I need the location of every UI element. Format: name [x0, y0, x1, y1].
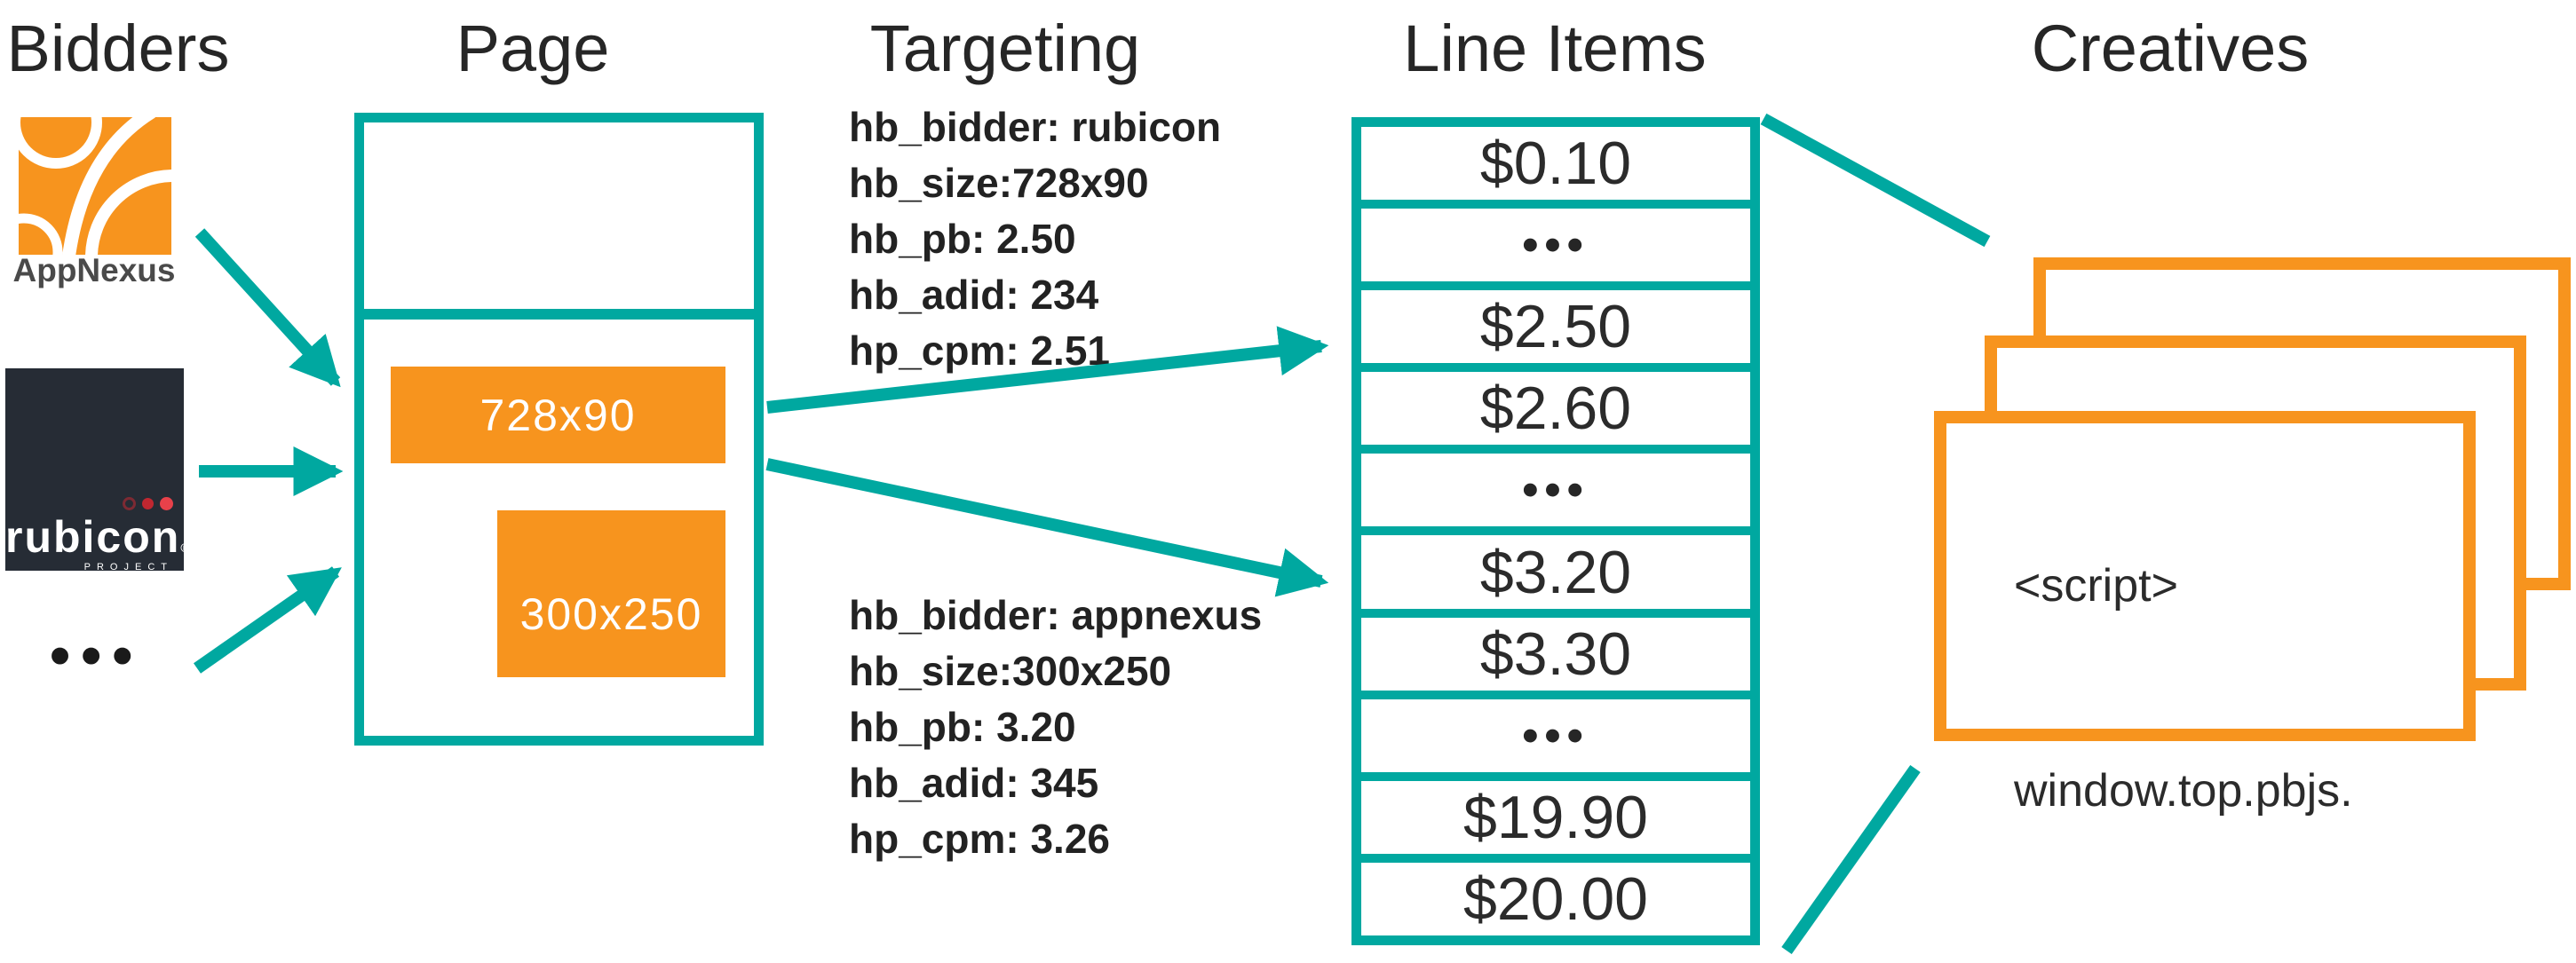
heading-bidders: Bidders: [6, 12, 230, 85]
line-item-row: $19.90: [1361, 771, 1750, 854]
registered-mark: ®: [180, 541, 192, 555]
targeting-line: hp_cpm: 3.26: [849, 816, 1110, 862]
line-item-row: $3.30: [1361, 608, 1750, 691]
line-item-row-ellipsis: •••: [1361, 200, 1750, 281]
heading-page: Page: [456, 12, 610, 85]
arrow-appnexus-to-page: [194, 228, 341, 388]
targeting-line: hb_pb: 3.20: [849, 704, 1076, 750]
script-line: <script>: [2014, 560, 2178, 612]
appnexus-label: AppNexus: [12, 252, 176, 288]
rubicon-logo: rubicon® PROJECT: [5, 368, 192, 572]
appnexus-logo-art: [0, 76, 261, 345]
ad-slot-728x90: 728x90: [391, 367, 725, 463]
targeting-line: hb_bidder: rubicon: [849, 104, 1222, 150]
rubicon-wordmark: rubicon®: [5, 512, 192, 562]
heading-line-items: Line Items: [1403, 12, 1707, 85]
line-table-to-creatives-bottom: [1781, 764, 1921, 955]
targeting-line: hb_pb: 2.50: [849, 216, 1076, 262]
more-bidders-ellipsis: •••: [50, 622, 144, 688]
line-items-table: $0.10 ••• $2.50 $2.60 ••• $3.20 $3.30 ••…: [1351, 117, 1760, 945]
line-item-row-ellipsis: •••: [1361, 445, 1750, 526]
targeting-line: hb_size:300x250: [849, 648, 1172, 694]
targeting-block-appnexus: hb_bidder: appnexus hb_size:300x250 hb_p…: [849, 588, 1262, 867]
line-item-row: $3.20: [1361, 526, 1750, 608]
ad-slot-728x90-label: 728x90: [480, 390, 637, 440]
arrow-more-bidders-to-page: [193, 566, 342, 674]
targeting-line: hb_adid: 234: [849, 272, 1099, 318]
line-table-to-creatives-top: [1760, 113, 1991, 248]
rubicon-dots-icon: [123, 497, 173, 510]
targeting-line: hp_cpm: 2.51: [849, 328, 1110, 374]
line-item-row-ellipsis: •••: [1361, 690, 1750, 772]
creative-card-front: [1934, 411, 2476, 741]
targeting-line: hb_adid: 345: [849, 760, 1099, 806]
creative-script-snippet: <script> window.top.pbjs. renderAd(hb_ad…: [2014, 415, 2454, 963]
appnexus-logo-icon: [0, 76, 261, 345]
arrow-page-to-line-item-320: [765, 458, 1329, 597]
targeting-block-rubicon: hb_bidder: rubicon hb_size:728x90 hb_pb:…: [849, 99, 1221, 379]
script-line: window.top.pbjs.: [2014, 765, 2353, 817]
ad-slot-300x250: 300x250: [497, 510, 725, 677]
line-item-row: $2.60: [1361, 363, 1750, 445]
page-header-divider: [354, 309, 764, 320]
rubicon-project-label: PROJECT: [83, 562, 173, 572]
targeting-line: hb_size:728x90: [849, 160, 1149, 206]
heading-creatives: Creatives: [2031, 12, 2310, 85]
targeting-line: hb_bidder: appnexus: [849, 592, 1263, 638]
line-item-row: $2.50: [1361, 281, 1750, 363]
line-item-row: $0.10: [1479, 130, 1632, 198]
line-item-row: $20.00: [1361, 853, 1750, 935]
ad-slot-300x250-label: 300x250: [519, 588, 703, 639]
heading-targeting: Targeting: [869, 12, 1141, 85]
